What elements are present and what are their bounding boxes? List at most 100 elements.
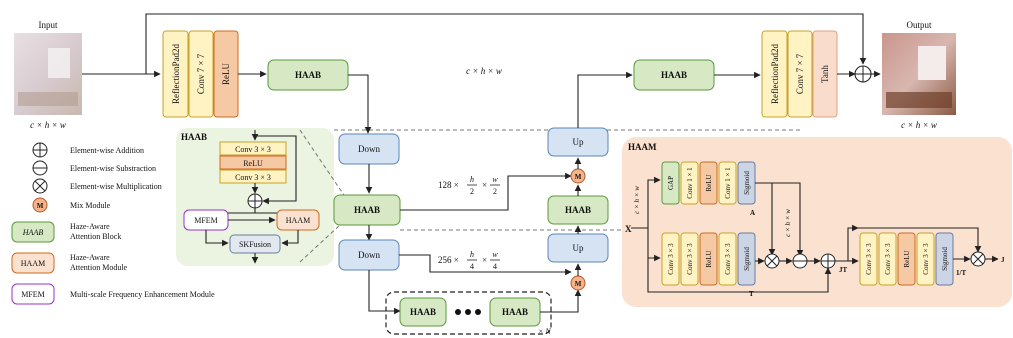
up-block-low: Up bbox=[547, 233, 609, 263]
svg-text:HAAM: HAAM bbox=[21, 259, 45, 268]
svg-text:HAAB: HAAB bbox=[565, 205, 591, 215]
output-dim: c × h × w bbox=[901, 120, 937, 130]
haam-sigmoid-a: Sigmoid bbox=[737, 161, 756, 205]
legend-mix: M Mix Module bbox=[32, 197, 111, 213]
haam-gap: GAP bbox=[661, 161, 680, 205]
svg-text:M: M bbox=[37, 202, 44, 210]
haab-block-2: HAAB bbox=[333, 194, 401, 226]
svg-text:Conv 3 × 3: Conv 3 × 3 bbox=[235, 145, 271, 154]
haab-block-repeat-2: HAAB bbox=[489, 297, 541, 327]
haab-detail-mfem: MFEM bbox=[183, 209, 229, 231]
svg-text:ReLU: ReLU bbox=[243, 159, 263, 168]
svg-text:Conv 7 × 7: Conv 7 × 7 bbox=[196, 53, 206, 94]
haam-conv3x3-d: Conv 3 × 3 bbox=[859, 232, 878, 286]
haam-mul-icon-1 bbox=[764, 253, 780, 269]
legend-haab: HAAB Haze-Aware Attention Block bbox=[11, 221, 121, 243]
haam-mul-icon-2 bbox=[970, 251, 986, 267]
svg-text:Up: Up bbox=[573, 137, 584, 147]
svg-text:Multi-scale Frequency Enhancem: Multi-scale Frequency Enhancement Module bbox=[70, 290, 215, 299]
svg-text:2: 2 bbox=[470, 187, 474, 196]
svg-text:Conv 3 × 3: Conv 3 × 3 bbox=[884, 243, 892, 275]
svg-text:Attention Block: Attention Block bbox=[70, 232, 121, 241]
svg-text:w: w bbox=[492, 250, 498, 259]
svg-text:Sigmoid: Sigmoid bbox=[743, 247, 751, 271]
legend-mul: Element-wise Multiplication bbox=[32, 178, 162, 194]
haab-detail-haam: HAAM bbox=[276, 209, 320, 231]
haam-relu-c: ReLU bbox=[897, 232, 916, 286]
svg-text:Conv 3 × 3: Conv 3 × 3 bbox=[865, 243, 873, 275]
svg-text:ReLU: ReLU bbox=[705, 174, 713, 191]
svg-text:HAAB: HAAB bbox=[295, 70, 321, 80]
haam-t-label: T bbox=[749, 290, 754, 298]
svg-text:Conv 3 × 3: Conv 3 × 3 bbox=[686, 243, 694, 275]
svg-text:Haze-Aware: Haze-Aware bbox=[70, 222, 110, 231]
dim-mid: 128 × h 2 × w 2 bbox=[438, 175, 500, 196]
svg-text:GAP: GAP bbox=[667, 176, 675, 190]
svg-text:4: 4 bbox=[470, 262, 474, 271]
svg-text:Haze-Aware: Haze-Aware bbox=[70, 253, 110, 262]
svg-text:Tanh: Tanh bbox=[820, 65, 830, 83]
svg-text:HAAM: HAAM bbox=[286, 216, 310, 225]
down-block-1: Down bbox=[338, 133, 400, 165]
svg-text:HAAB: HAAB bbox=[354, 205, 380, 215]
stem-reflectionpad: ReflectionPad2d bbox=[162, 30, 189, 118]
down-block-2: Down bbox=[338, 239, 400, 271]
svg-text:HAAB: HAAB bbox=[22, 228, 44, 237]
svg-text:Conv 1 × 1: Conv 1 × 1 bbox=[686, 167, 694, 199]
tail-reflectionpad: ReflectionPad2d bbox=[761, 30, 788, 118]
svg-text:Down: Down bbox=[358, 250, 380, 260]
legend-mix-label: Mix Module bbox=[70, 201, 111, 210]
ellipsis-dots bbox=[455, 309, 481, 315]
svg-text:Conv 3 × 3: Conv 3 × 3 bbox=[724, 243, 732, 275]
dim-top: c × h × w bbox=[466, 66, 502, 76]
haam-a-label: A bbox=[750, 209, 755, 217]
haam-conv3x3-f: Conv 3 × 3 bbox=[916, 232, 935, 286]
haam-detail-title: HAAM bbox=[628, 142, 657, 152]
haab-detail-conv1: Conv 3 × 3 bbox=[219, 141, 287, 156]
svg-text:Down: Down bbox=[358, 144, 380, 154]
svg-text:ReLU: ReLU bbox=[705, 250, 713, 267]
haam-conv3x3-b: Conv 3 × 3 bbox=[680, 232, 699, 286]
mix-module-mid: M bbox=[570, 168, 586, 184]
legend-mul-label: Element-wise Multiplication bbox=[70, 182, 162, 191]
svg-text:HAAB: HAAB bbox=[661, 70, 687, 80]
haam-invt-label: 1/T bbox=[956, 269, 966, 277]
svg-text:128 ×: 128 × bbox=[438, 180, 459, 190]
svg-text:Conv 3 × 3: Conv 3 × 3 bbox=[667, 243, 675, 275]
svg-text:×: × bbox=[482, 180, 487, 190]
svg-text:Conv 7 × 7: Conv 7 × 7 bbox=[795, 53, 805, 94]
haab-detail-relu: ReLU bbox=[219, 155, 287, 170]
haam-conv1x1-b: Conv 1 × 1 bbox=[718, 161, 737, 205]
haam-sigmoid-c: Sigmoid bbox=[935, 232, 954, 286]
legend-add-label: Element-wise Addition bbox=[70, 146, 144, 155]
svg-text:MFEM: MFEM bbox=[194, 216, 218, 225]
svg-text:ReLU: ReLU bbox=[221, 63, 231, 85]
svg-text:MFEM: MFEM bbox=[21, 290, 45, 299]
svg-text:ReLU: ReLU bbox=[903, 250, 911, 267]
svg-text:HAAB: HAAB bbox=[410, 307, 436, 317]
svg-text:h: h bbox=[470, 250, 474, 259]
haab-detail-add-icon bbox=[247, 193, 263, 209]
haab-block-3: HAAB bbox=[547, 195, 609, 225]
haam-conv3x3-e: Conv 3 × 3 bbox=[878, 232, 897, 286]
svg-text:2: 2 bbox=[493, 187, 497, 196]
haab-detail-conv2: Conv 3 × 3 bbox=[219, 169, 287, 184]
legend-mfem: MFEM Multi-scale Frequency Enhancement M… bbox=[11, 283, 215, 305]
haab-detail-title: HAAB bbox=[181, 132, 207, 142]
svg-text:HAAB: HAAB bbox=[502, 307, 528, 317]
svg-text:Sigmoid: Sigmoid bbox=[941, 247, 949, 271]
haam-x-dim: c × h × w bbox=[633, 186, 641, 214]
svg-text:SKFusion: SKFusion bbox=[239, 240, 271, 249]
input-dim: c × h × w bbox=[30, 120, 66, 130]
legend-haam: HAAM Haze-Aware Attention Module bbox=[11, 252, 128, 274]
svg-text:Conv 1 × 1: Conv 1 × 1 bbox=[724, 167, 732, 199]
svg-text:Conv 3 × 3: Conv 3 × 3 bbox=[235, 173, 271, 182]
svg-text:Up: Up bbox=[573, 243, 584, 253]
haab-detail-skfusion: SKFusion bbox=[229, 234, 281, 254]
legend-sub: Element-wise Substraction bbox=[32, 160, 156, 176]
svg-text:Conv 3 × 3: Conv 3 × 3 bbox=[922, 243, 930, 275]
haam-sigmoid-b: Sigmoid bbox=[737, 232, 756, 286]
svg-text:M: M bbox=[575, 173, 582, 181]
output-image bbox=[882, 33, 956, 115]
stem-relu: ReLU bbox=[213, 30, 239, 118]
